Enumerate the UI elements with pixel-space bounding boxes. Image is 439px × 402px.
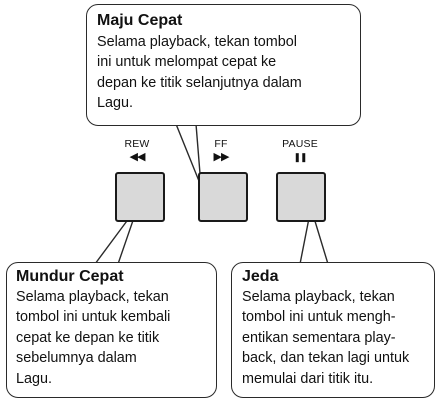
ff-callout: Maju Cepat Selama playback, tekan tombol… bbox=[86, 4, 361, 126]
pause-callout-line: back, dan tekan lagi untuk bbox=[242, 350, 410, 367]
rew-callout-line: cepat ke depan ke titik bbox=[16, 329, 160, 346]
rew-callout-line: Lagu. bbox=[16, 370, 53, 387]
pause-callout-line: entikan sementara play- bbox=[242, 329, 396, 346]
rewind-icon: ◀◀ bbox=[129, 151, 146, 163]
rew-callout-line: Selama playback, tekan bbox=[16, 289, 169, 305]
ff-callout-title: Maju Cepat bbox=[97, 12, 183, 29]
ff-button[interactable] bbox=[198, 172, 248, 222]
pause-label: PAUSE bbox=[282, 138, 318, 150]
pause-callout-line: tombol ini untuk mengh- bbox=[242, 309, 396, 326]
pause-callout: Jeda Selama playback, tekan tombol ini u… bbox=[231, 262, 435, 398]
pause-icon: ❚❚ bbox=[293, 152, 307, 162]
rew-callout-line: tombol ini untuk kembali bbox=[16, 309, 171, 326]
pause-callout-line: memulai dari titik itu. bbox=[242, 370, 374, 387]
ff-callout-line: Selama playback, tekan tombol bbox=[97, 34, 297, 50]
rew-button[interactable] bbox=[115, 172, 165, 222]
ff-label: FF bbox=[214, 138, 228, 150]
rew-callout-body: Selama playback, tekan tombol ini untuk … bbox=[16, 287, 208, 389]
fast-forward-icon: ▶▶ bbox=[213, 151, 230, 163]
ff-callout-line: Lagu. bbox=[97, 95, 134, 112]
rew-callout-line: sebelumnya dalam bbox=[16, 350, 137, 367]
rew-label: REW bbox=[124, 138, 150, 150]
rew-callout: Mundur Cepat Selama playback, tekan tomb… bbox=[6, 262, 217, 398]
ff-callout-line: ini untuk melompat cepat ke bbox=[97, 54, 277, 71]
pause-callout-body: Selama playback, tekan tombol ini untuk … bbox=[242, 287, 428, 389]
ff-callout-line: depan ke titik selanjutnya dalam bbox=[97, 74, 302, 91]
pause-button[interactable] bbox=[276, 172, 326, 222]
pause-callout-line: Selama playback, tekan bbox=[242, 289, 395, 305]
pause-callout-title: Jeda bbox=[242, 268, 279, 285]
ff-callout-body: Selama playback, tekan tombol ini untuk … bbox=[97, 32, 352, 114]
rew-callout-title: Mundur Cepat bbox=[16, 268, 124, 285]
